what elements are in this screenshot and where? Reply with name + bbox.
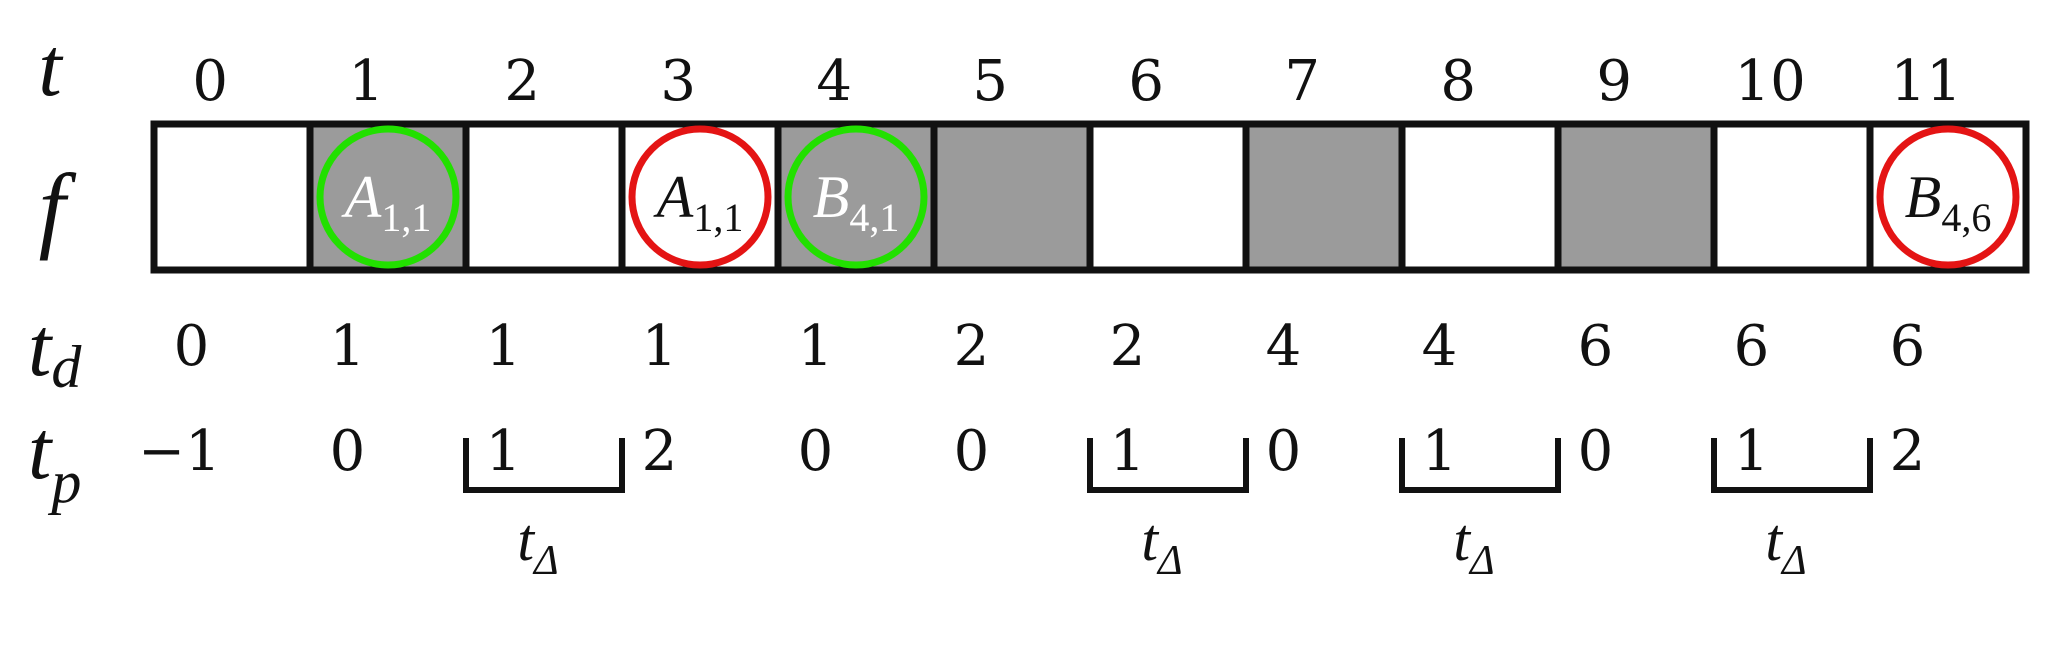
td-value: 2 (954, 314, 990, 379)
tp-value: 0 (330, 419, 366, 484)
td-value: 6 (1890, 314, 1926, 379)
frame-label: B4,6 (1905, 164, 1992, 240)
td-row: 0 1 1 1 1 2 2 4 4 6 6 6 (174, 314, 1926, 379)
row-label-tp-sub: p (47, 449, 81, 515)
tp-value: 0 (954, 419, 990, 484)
delta-label-sub: Δ (1156, 538, 1183, 584)
frame-cell (1558, 124, 1714, 270)
tp-value: 2 (1890, 419, 1926, 484)
frame-label-base: B (1905, 164, 1942, 230)
t-value: 8 (1440, 49, 1476, 114)
td-value: 2 (1110, 314, 1146, 379)
frame-label-sub: 1,1 (381, 195, 431, 240)
td-value: 6 (1734, 314, 1770, 379)
t-value: 4 (816, 49, 852, 114)
frame-label-base: A (653, 164, 694, 230)
row-label-t: t (38, 21, 64, 114)
t-value: 9 (1596, 49, 1632, 114)
td-value: 0 (174, 314, 210, 379)
frame-cell (934, 124, 1090, 270)
delta-label-sub: Δ (532, 538, 559, 584)
green-ring-marker (316, 125, 460, 269)
delta-bracket (1399, 438, 1561, 493)
delta-label: tΔ (1453, 507, 1494, 584)
tp-value: 1 (1110, 419, 1146, 484)
tp-row: −1 0 1 2 0 0 1 0 1 0 1 2 (138, 419, 1925, 484)
t-value: 5 (972, 49, 1008, 114)
tp-value: 1 (486, 419, 522, 484)
frame-label-sub: 4,1 (849, 195, 899, 240)
t-value: 11 (1891, 49, 1962, 114)
delta-label: tΔ (517, 507, 558, 584)
frame-cell-border (1866, 120, 2030, 274)
delta-label-base: t (1141, 507, 1159, 573)
row-label-td-base: t (28, 301, 54, 394)
row-label-td-sub: d (51, 334, 82, 400)
row-label-tp-base: t (28, 404, 54, 497)
frame-cell (1714, 124, 1870, 270)
delta-bracket (1087, 438, 1249, 493)
t-value: 7 (1284, 49, 1320, 114)
delta-label-base: t (1453, 507, 1471, 573)
t-value: 0 (192, 49, 228, 114)
delta-label-sub: Δ (1780, 538, 1807, 584)
frame-cell (154, 124, 310, 270)
delta-label-base: t (517, 507, 535, 573)
frame-label: B4,1 (813, 164, 900, 240)
td-value: 1 (798, 314, 834, 379)
t-value: 2 (504, 49, 540, 114)
row-label-f: f (39, 154, 77, 261)
frame-label-base: A (341, 164, 382, 230)
delta-label: tΔ (1141, 507, 1182, 584)
tp-value: 0 (1578, 419, 1614, 484)
tp-value: 0 (798, 419, 834, 484)
t-value: 3 (660, 49, 696, 114)
frame-label-sub: 4,6 (1941, 195, 1991, 240)
t-value: 1 (348, 49, 384, 114)
tp-value: 0 (1266, 419, 1302, 484)
td-value: 6 (1578, 314, 1614, 379)
frame-label-sub: 1,1 (693, 195, 743, 240)
delta-bracket (463, 438, 625, 493)
frame-cell (1402, 124, 1558, 270)
frame-cell (1246, 124, 1402, 270)
frame-cell (466, 124, 622, 270)
td-value: 1 (642, 314, 678, 379)
td-value: 1 (486, 314, 522, 379)
td-value: 1 (330, 314, 366, 379)
time-axis-row: 0 1 2 3 4 5 6 7 8 9 10 11 (192, 49, 1961, 114)
row-label-td: td (28, 301, 82, 400)
td-value: 4 (1266, 314, 1302, 379)
tp-value: 1 (1734, 419, 1770, 484)
tp-value: 1 (1422, 419, 1458, 484)
tp-value: 2 (642, 419, 678, 484)
t-value: 6 (1128, 49, 1164, 114)
delta-label-base: t (1765, 507, 1783, 573)
t-value: 10 (1735, 49, 1806, 114)
red-ring-marker (1876, 125, 2020, 269)
frame-label: A1,1 (341, 164, 432, 240)
red-ring-marker (628, 125, 772, 269)
frame-label-base: B (813, 164, 850, 230)
delta-label: tΔ (1765, 507, 1806, 584)
delta-bracket (1711, 438, 1873, 493)
frame-cell (1090, 124, 1246, 270)
td-value: 4 (1422, 314, 1458, 379)
delta-label-sub: Δ (1468, 538, 1495, 584)
tp-value: −1 (138, 419, 221, 484)
row-label-tp: tp (28, 404, 81, 515)
frame-label: A1,1 (653, 164, 744, 240)
green-ring-marker (784, 125, 928, 269)
